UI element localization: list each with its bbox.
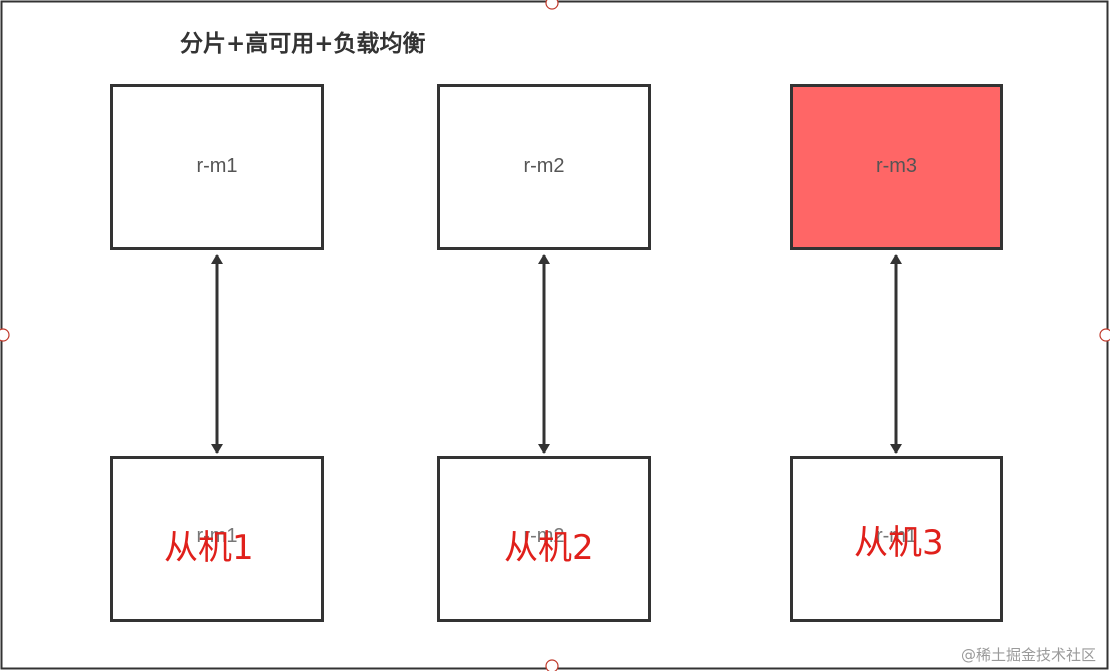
master-node-3[interactable]: r-m3: [790, 84, 1003, 250]
slave-ghost-label: r-m1: [875, 525, 918, 547]
slave-ghost-label: r-m1: [196, 525, 238, 547]
slave-annotation-3: 从机3: [854, 523, 944, 563]
slave-annotation-1: 从机1: [164, 528, 254, 568]
master-label: r-m1: [196, 155, 238, 177]
resize-handle-right[interactable]: [1099, 328, 1110, 342]
resize-handle-left[interactable]: [0, 328, 10, 342]
master-label: r-m2: [523, 155, 565, 177]
resize-handle-top[interactable]: [545, 0, 559, 10]
slave-node-1[interactable]: r-m1: [110, 456, 324, 622]
diagram-title: 分片+高可用+负载均衡: [180, 31, 426, 57]
master-label: r-m3: [875, 155, 918, 177]
slave-node-2[interactable]: r-m2: [437, 456, 651, 622]
slave-annotation-2: 从机2: [504, 528, 594, 568]
resize-handle-bottom[interactable]: [545, 659, 559, 671]
slave-node-3[interactable]: r-m1: [790, 456, 1003, 622]
watermark: @稀土掘金技术社区: [960, 646, 1096, 664]
master-node-1[interactable]: r-m1: [110, 84, 324, 250]
master-node-2[interactable]: r-m2: [437, 84, 651, 250]
slave-ghost-label: r-m2: [523, 525, 565, 547]
